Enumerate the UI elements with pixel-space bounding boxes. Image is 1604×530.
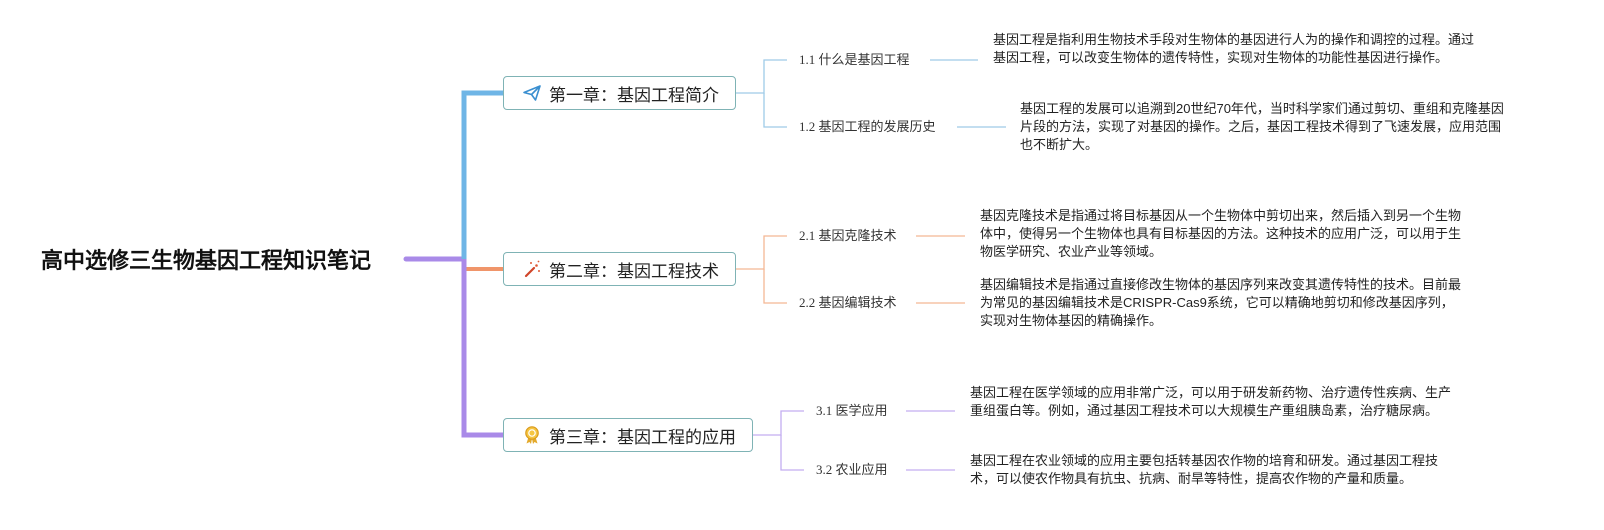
section-2-1-connector bbox=[736, 235, 787, 270]
section-2-2-topic[interactable]: 2.2 基因编辑技术 bbox=[799, 295, 897, 310]
section-1-2-content: 基因工程的发展可以追溯到20世纪70年代，当时科学家们通过剪切、重组和克隆基因片… bbox=[1020, 101, 1504, 152]
chapter-3-title: 第三章：基因工程的应用 bbox=[549, 427, 736, 447]
section-3-2-content: 基因工程在农业领域的应用主要包括转基因农作物的培育和研发。通过基因工程技术，可以… bbox=[970, 453, 1439, 486]
section-1-1-topic[interactable]: 1.1 什么是基因工程 bbox=[799, 52, 910, 67]
section-3-1-topic[interactable]: 3.1 医学应用 bbox=[816, 403, 888, 418]
section-1-2-topic[interactable]: 1.2 基因工程的发展历史 bbox=[799, 119, 936, 134]
section-3-2-topic[interactable]: 3.2 农业应用 bbox=[816, 462, 888, 477]
section-1-2-connector bbox=[763, 93, 787, 128]
section-3-1-content: 基因工程在医学领域的应用非常广泛，可以用于研发新药物、治疗遗传性疾病、生产重组蛋… bbox=[970, 385, 1452, 418]
section-2-1-content: 基因克隆技术是指通过将目标基因从一个生物体中剪切出来，然后插入到另一个生物体中，… bbox=[980, 208, 1462, 259]
section-3-1-connector bbox=[753, 410, 804, 436]
section-1-1-connector bbox=[736, 59, 787, 94]
section-2-1-topic[interactable]: 2.1 基因克隆技术 bbox=[799, 228, 897, 243]
chapter-2-title: 第二章：基因工程技术 bbox=[549, 261, 719, 281]
chapter-1-title: 第一章：基因工程简介 bbox=[549, 85, 719, 105]
chapter-1-connector bbox=[461, 90, 503, 259]
paper-plane-icon bbox=[522, 83, 542, 103]
root-topic[interactable]: 高中选修三生物基因工程知识笔记 bbox=[41, 248, 372, 273]
section-3-2-connector bbox=[780, 435, 804, 471]
section-2-2-connector bbox=[763, 269, 787, 304]
chapter-3-connector bbox=[461, 259, 503, 438]
section-1-1-content: 基因工程是指利用生物技术手段对生物体的基因进行人为的操作和调控的过程。通过基因工… bbox=[993, 32, 1475, 65]
magic-wand-icon bbox=[522, 259, 542, 279]
chapter-2-topic[interactable]: 第二章：基因工程技术 bbox=[503, 252, 736, 286]
award-ribbon-icon bbox=[522, 425, 542, 445]
chapter-1-topic[interactable]: 第一章：基因工程简介 bbox=[503, 76, 736, 110]
section-2-2-content: 基因编辑技术是指通过直接修改生物体的基因序列来改变其遗传特性的技术。目前最为常见… bbox=[980, 277, 1462, 328]
chapter-3-topic[interactable]: 第三章：基因工程的应用 bbox=[503, 418, 753, 452]
